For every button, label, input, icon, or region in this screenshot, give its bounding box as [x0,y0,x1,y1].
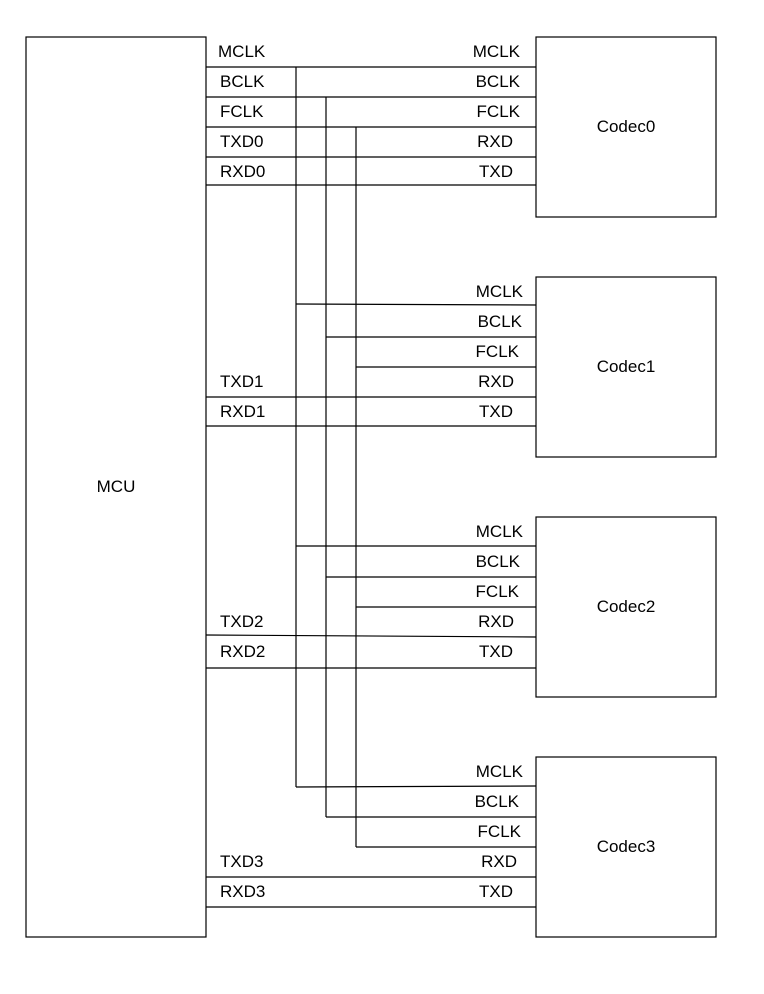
codec1-box [535,276,717,458]
mcu-pin-txd3: TXD3 [220,852,263,871]
codec1-pin-fclk: FCLK [476,342,520,361]
mcu-block: MCU [25,36,207,938]
mcu-pin-rxd1: RXD1 [220,402,265,421]
wiring [205,66,537,908]
mcu-pin-txd1: TXD1 [220,372,263,391]
codec0-pin-fclk: FCLK [477,102,521,121]
codec1-pin-mclk: MCLK [476,282,524,301]
codec0-block: Codec0 [535,36,717,218]
mcu-pin-labels: MCLK BCLK FCLK TXD0 RXD0 TXD1 RXD1 TXD2 … [218,42,266,901]
codec2-label: Codec2 [597,597,656,616]
codec0-pin-mclk: MCLK [473,42,521,61]
codec1-block: Codec1 [535,276,717,458]
codec0-pin-labels: MCLK BCLK FCLK RXD TXD [473,42,521,181]
codec0-box [535,36,717,218]
codec2-block: Codec2 [535,516,717,698]
wire-codec1-mclk [295,303,537,306]
codec3-pin-labels: MCLK BCLK FCLK RXD TXD [475,762,524,901]
codec2-pin-labels: MCLK BCLK FCLK RXD TXD [476,522,524,661]
mcu-pin-rxd0: RXD0 [220,162,265,181]
codec1-pin-labels: MCLK BCLK FCLK RXD TXD [476,282,524,421]
codec2-pin-txd: TXD [479,642,513,661]
codec3-pin-txd: TXD [479,882,513,901]
mcu-pin-rxd2: RXD2 [220,642,265,661]
codec2-pin-bclk: BCLK [476,552,521,571]
codec1-label: Codec1 [597,357,656,376]
mcu-box [25,36,207,938]
codec3-pin-mclk: MCLK [476,762,524,781]
codec3-pin-rxd: RXD [481,852,517,871]
mcu-pin-fclk: FCLK [220,102,264,121]
codec0-label: Codec0 [597,117,656,136]
codec2-pin-fclk: FCLK [476,582,520,601]
codec0-pin-txd: TXD [479,162,513,181]
mcu-pin-txd0: TXD0 [220,132,263,151]
wire-codec3-mclk [295,785,537,788]
mcu-pin-txd2: TXD2 [220,612,263,631]
mcu-pin-bclk: BCLK [220,72,265,91]
codec3-box [535,756,717,938]
codec1-pin-txd: TXD [479,402,513,421]
codec3-pin-bclk: BCLK [475,792,520,811]
codec1-pin-rxd: RXD [478,372,514,391]
wire-codec2-rxd [205,634,537,638]
codec0-pin-rxd: RXD [477,132,513,151]
codec2-pin-mclk: MCLK [476,522,524,541]
codec0-pin-bclk: BCLK [476,72,521,91]
codec2-pin-rxd: RXD [478,612,514,631]
codec1-pin-bclk: BCLK [478,312,523,331]
mcu-label: MCU [97,477,136,496]
mcu-pin-rxd3: RXD3 [220,882,265,901]
codec3-pin-fclk: FCLK [478,822,522,841]
codec3-block: Codec3 [535,756,717,938]
codec3-label: Codec3 [597,837,656,856]
codec2-box [535,516,717,698]
mcu-pin-mclk: MCLK [218,42,266,61]
